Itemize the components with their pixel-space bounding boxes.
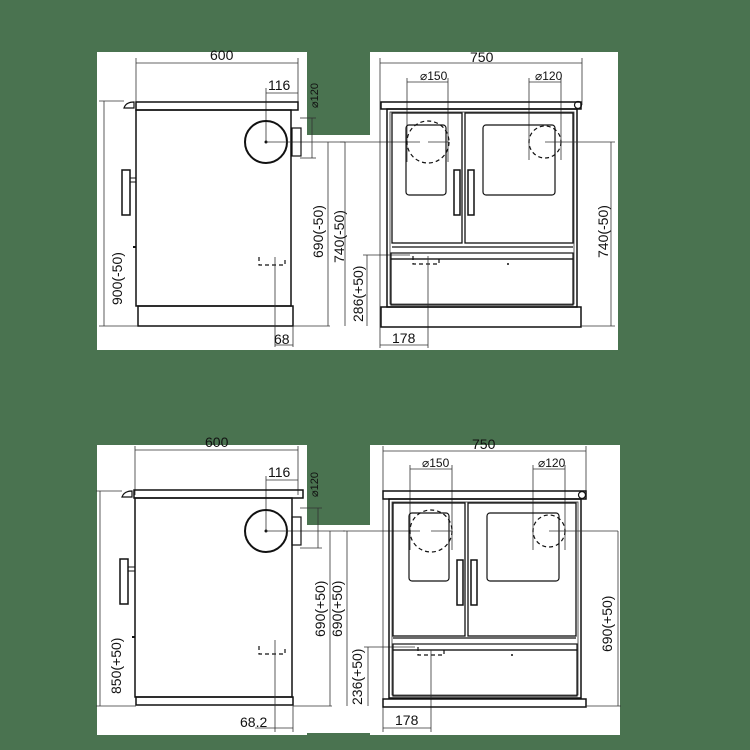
side-flue-height-label: 690(-50) [310,205,326,258]
hotplate-left-label: ⌀150 [422,456,450,470]
inlet-offset-label: 178 [395,712,419,728]
side-flue-diameter-label: ⌀120 [309,83,321,108]
front-height-label: 690(+50) [599,596,615,652]
side-flue-offset-label: 116 [268,464,291,480]
side-height-label: 900(-50) [109,252,125,305]
front-view-backdrop [370,445,620,735]
drawing-top: 600 116 ⌀120 [97,47,618,350]
handle-icon [119,558,129,605]
side-view-top: 600 116 ⌀120 [99,47,345,347]
front-view-top: 740(-50) 286(+50) 750 ⌀150 ⌀120 [331,49,615,348]
side-flue-height-label: 690(+50) [312,581,328,637]
hotplate-right-label: ⌀120 [535,69,563,83]
side-flue-offset-label: 116 [268,77,291,93]
front-flue-height-label: 690(+50) [329,581,345,637]
side-plinth-label: 68.2 [240,714,267,730]
drawing-bottom: 600 116 ⌀120 68.2 [96,434,621,735]
side-plinth-label: 68 [274,331,290,347]
front-width-label: 750 [472,436,496,452]
side-flue-diameter-label: ⌀120 [309,472,321,497]
hotplate-left-label: ⌀150 [420,69,448,83]
hotplate-right-label: ⌀120 [538,456,566,470]
side-view-bottom: 600 116 ⌀120 68.2 [96,434,345,732]
inlet-offset-label: 178 [392,330,416,346]
side-width-label: 600 [210,47,234,63]
front-flue-height-label: 740(-50) [331,210,347,263]
front-view-bottom: 690(+50) 236(+50) 750 ⌀150 ⌀120 [329,436,621,732]
side-width-label: 600 [205,434,229,450]
side-height-label: 850(+50) [108,638,124,694]
front-width-label: 750 [470,49,494,65]
inlet-height-label: 286(+50) [350,266,366,322]
handle-icon [121,169,131,216]
inlet-height-label: 236(+50) [349,649,365,705]
dim-backdrop [300,525,380,733]
front-height-label: 740(-50) [595,205,611,258]
